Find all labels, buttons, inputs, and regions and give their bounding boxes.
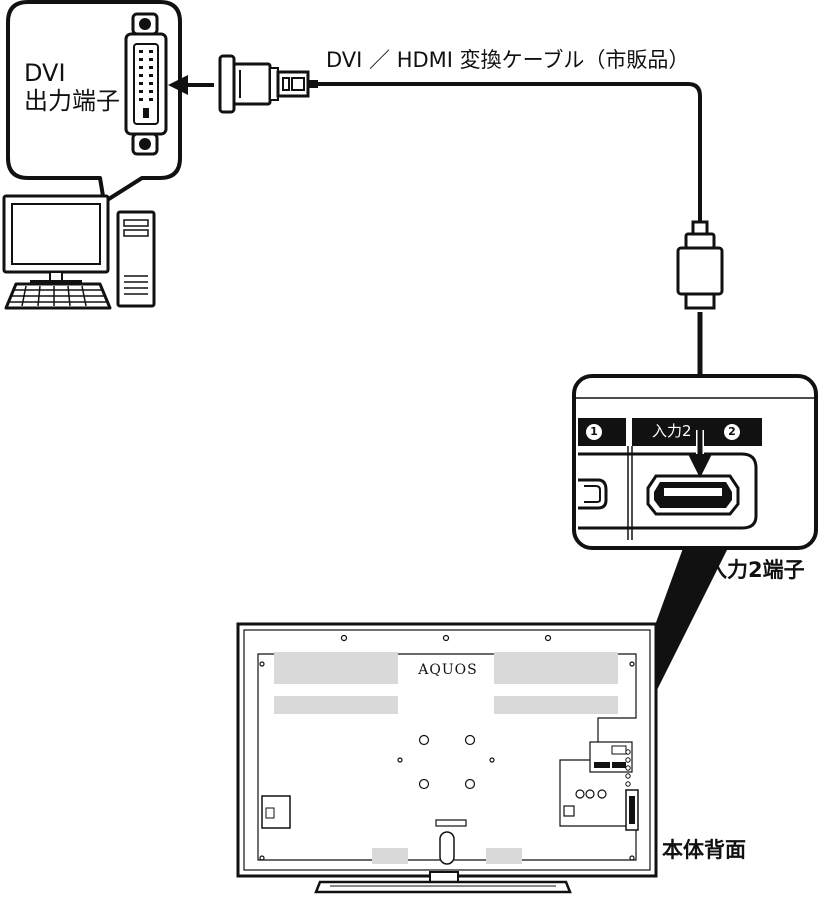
vent-bottom-right xyxy=(486,848,522,864)
port-tab-2-label: 入力2 xyxy=(652,422,692,440)
vent-top-left xyxy=(274,652,398,684)
input2-terminal-caption: 入力2端子 xyxy=(706,558,805,582)
computer-icon xyxy=(2,194,156,310)
tv-back-caption: 本体背面 xyxy=(662,838,746,862)
dvi-output-label-line2: 出力端子 xyxy=(24,87,120,115)
tv-brand-logo: AQUOS xyxy=(418,662,478,678)
dvi-plug-icon xyxy=(218,54,318,114)
dvi-output-label-line1: DVI xyxy=(24,59,66,87)
dvi-port-icon xyxy=(124,12,168,156)
vent-mid-left xyxy=(274,696,398,714)
cable-line xyxy=(318,82,702,222)
vent-top-right xyxy=(494,652,618,684)
hdmi-plug-icon xyxy=(676,220,724,310)
connection-arrow-dvi xyxy=(168,75,214,95)
mount-holes xyxy=(259,634,635,861)
vent-mid-right xyxy=(494,696,618,714)
vent-bottom-left xyxy=(372,848,408,864)
tv-port-callout xyxy=(572,374,818,760)
port-2-number-badge xyxy=(724,424,740,440)
tv-io-panel xyxy=(563,741,639,831)
tv-stand xyxy=(314,871,572,894)
port-tab-1-number: 1 xyxy=(590,425,598,438)
cable-label: DVI ／ HDMI 変換ケーブル（市販品） xyxy=(326,48,690,72)
tv-back-panel xyxy=(236,622,658,894)
port-tab-2-number: 2 xyxy=(728,425,736,438)
port-1-number-badge xyxy=(586,424,602,440)
hdmi-port-icon xyxy=(646,474,740,516)
